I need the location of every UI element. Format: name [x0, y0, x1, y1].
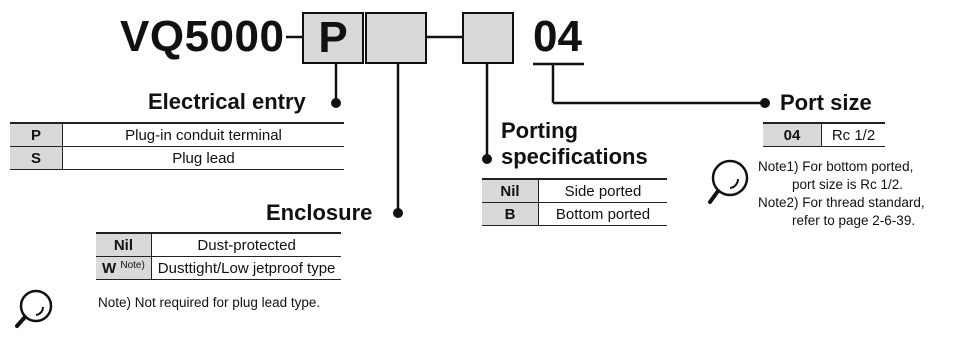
table-row: S Plug lead — [10, 146, 344, 170]
note-reference: Note) — [120, 259, 145, 271]
option-code: S — [10, 146, 63, 170]
magnifier-icon — [14, 288, 54, 337]
model-prefix: VQ5000 — [120, 12, 285, 61]
porting-table: Nil Side ported B Bottom ported — [482, 178, 667, 226]
model-box-enclosure — [365, 12, 427, 64]
option-code: P — [10, 122, 63, 147]
model-box-electrical-label: P — [318, 13, 348, 62]
enclosure-note: Note) Not required for plug lead type. — [98, 295, 321, 310]
table-row: P Plug-in conduit terminal — [10, 122, 344, 147]
electrical-entry-table: P Plug-in conduit terminal S Plug lead — [10, 122, 344, 170]
option-description: Plug lead — [62, 146, 344, 170]
option-code: Nil — [96, 232, 152, 257]
table-row: Nil Side ported — [482, 178, 667, 203]
port-size-heading: Port size — [780, 90, 872, 115]
note-line: Note2) For thread standard, — [758, 195, 925, 210]
model-box-electrical: P — [302, 12, 364, 64]
option-code: B — [482, 202, 539, 226]
option-code: Nil — [482, 178, 539, 203]
electrical-entry-heading: Electrical entry — [148, 89, 306, 114]
table-row: W Note) Dusttight/Low jetproof type — [96, 256, 342, 280]
porting-heading: Porting specifications — [501, 118, 648, 169]
option-description: Bottom ported — [538, 202, 667, 226]
note-line: Note1) For bottom ported, — [758, 159, 914, 174]
port-size-notes: Note1) For bottom ported, port size is R… — [758, 158, 925, 230]
option-description: Side ported — [538, 178, 667, 203]
leader-dot — [482, 154, 492, 164]
table-row: 04 Rc 1/2 — [763, 122, 885, 147]
table-row: B Bottom ported — [482, 202, 667, 226]
option-description: Plug-in conduit terminal — [62, 122, 344, 147]
leader-dot — [331, 98, 341, 108]
note-line: port size is Rc 1/2. — [792, 177, 904, 192]
table-row: Nil Dust-protected — [96, 232, 342, 257]
leader-dot — [393, 208, 403, 218]
note-line: refer to page 2-6-39. — [792, 213, 916, 228]
port-size-table: 04 Rc 1/2 — [763, 122, 885, 147]
magnifier-icon — [706, 158, 750, 213]
model-box-porting — [462, 12, 514, 64]
enclosure-heading: Enclosure — [266, 200, 373, 225]
enclosure-table: Nil Dust-protected W Note) Dusttight/Low… — [96, 232, 342, 280]
option-code: 04 — [763, 122, 822, 147]
option-description: Rc 1/2 — [821, 122, 885, 147]
option-description: Dust-protected — [151, 232, 342, 257]
leader-dot — [760, 98, 770, 108]
option-description: Dusttight/Low jetproof type — [151, 256, 342, 280]
option-code: W Note) — [96, 256, 152, 280]
model-suffix: 04 — [533, 12, 582, 61]
